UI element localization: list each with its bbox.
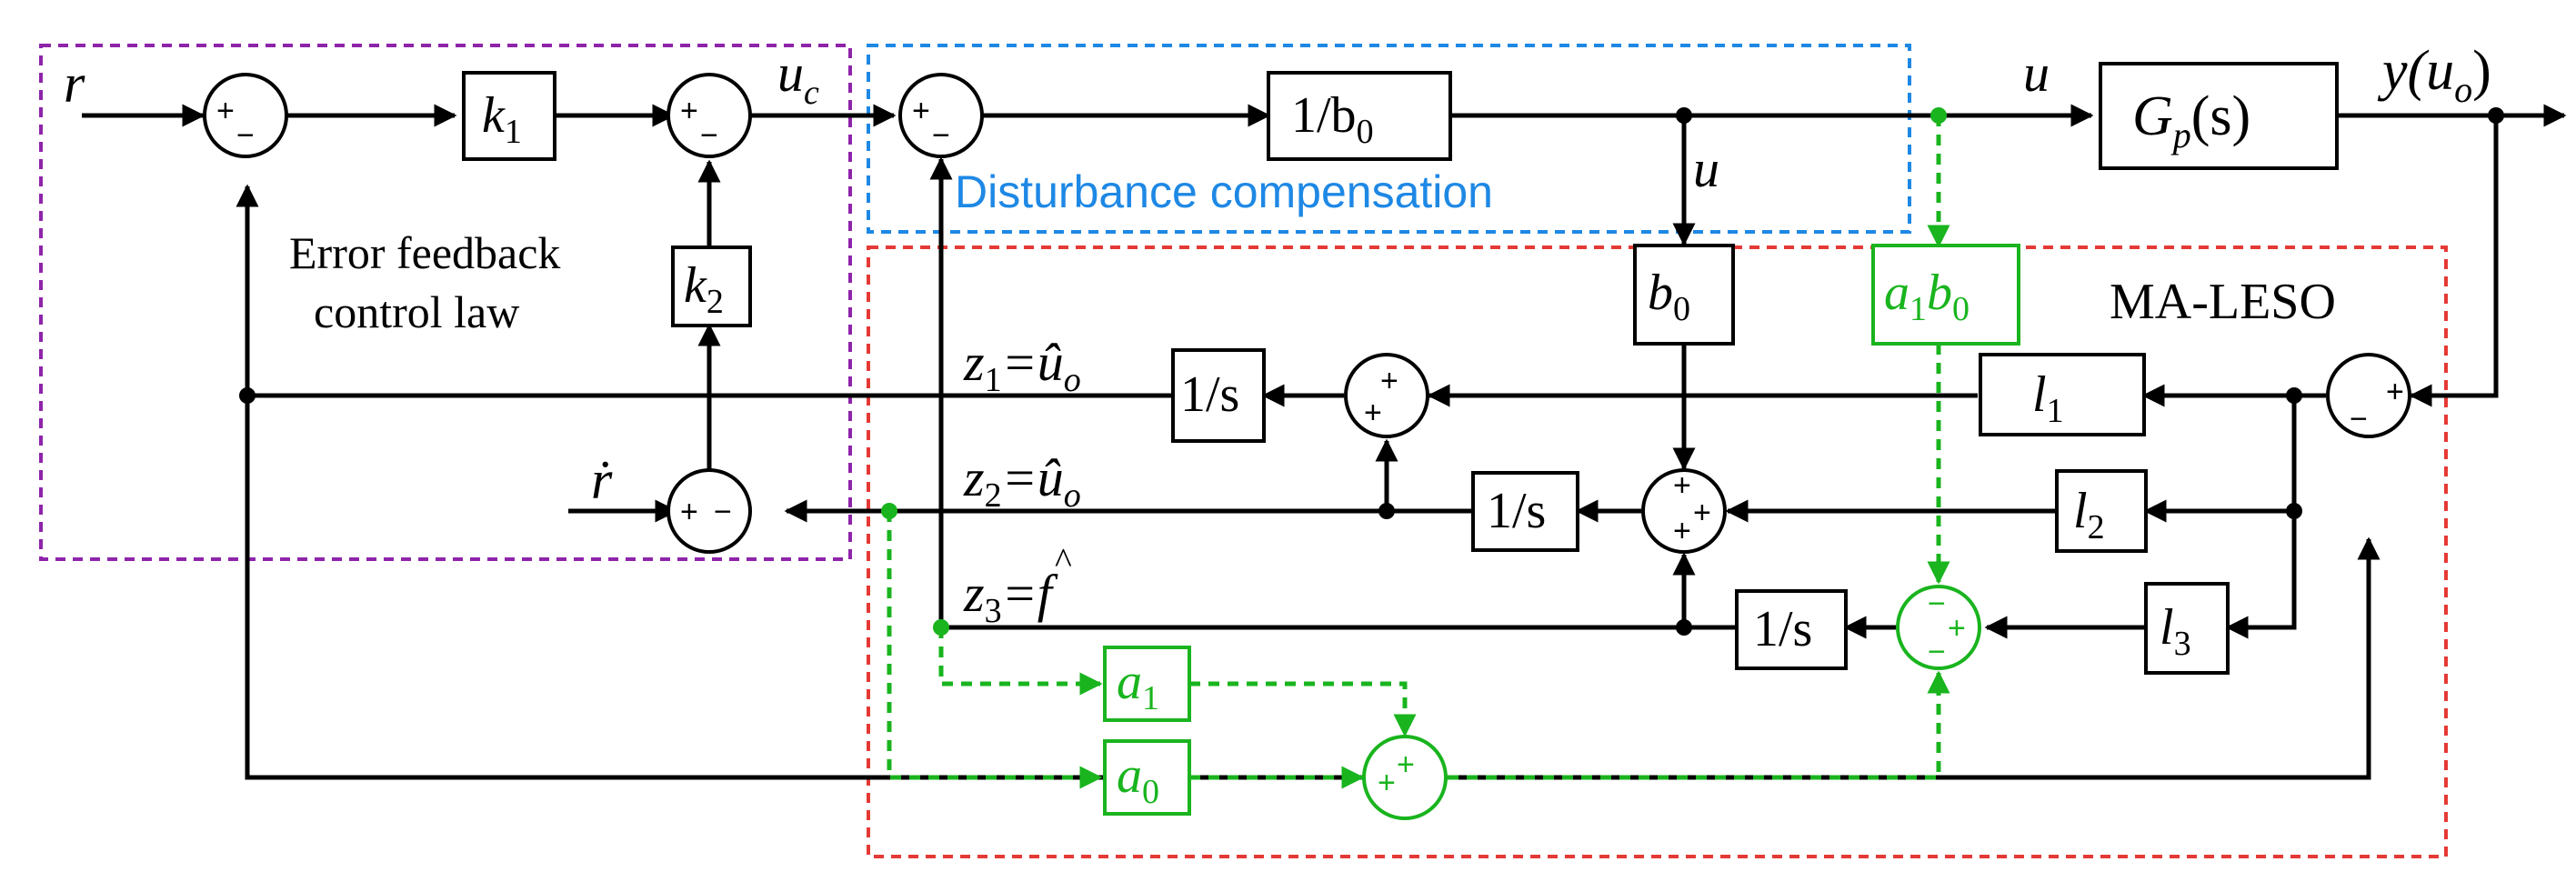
disturbance-compensation-label: Disturbance compensation [955,166,1493,217]
error-feedback-label: Error feedback [289,227,560,278]
svg-text:1/s: 1/s [1753,601,1812,657]
svg-text:−: − [2350,402,2368,436]
error-feedback-label-line2: control law [314,286,519,337]
label-u-top: u [2023,44,2050,103]
ma-green-paths [887,115,1950,789]
label-y: y(uo) [2377,40,2491,110]
svg-text:+: + [680,495,698,529]
svg-text:a1: a1 [1117,654,1159,717]
svg-text:l3: l3 [2160,599,2191,663]
svg-text:+: + [1673,468,1691,503]
svg-text:a1b0: a1b0 [1884,265,1970,328]
block-inv-b0: 1/b0 [1267,71,1452,161]
block-a0: a0 [1103,739,1191,816]
svg-text:+: + [1364,396,1382,430]
label-uc: uc [777,44,819,112]
svg-text:−: − [714,495,732,529]
block-l3: l3 [2144,582,2230,675]
svg-text:1/b0: 1/b0 [1291,87,1374,151]
label-u-mid: u [1693,139,1719,198]
block-a1: a1 [1103,646,1191,722]
disturbance-compensation-region [867,44,1911,234]
sum-integ2-input: + + + [1641,468,1727,554]
svg-text:b0: b0 [1648,265,1690,328]
block-a1b0: a1b0 [1871,244,2020,346]
svg-text:−: − [700,118,718,153]
svg-text:−: − [1928,586,1946,621]
svg-text:+: + [680,94,698,128]
svg-text:+: + [1380,364,1398,398]
svg-text:+: + [912,94,930,128]
svg-text:k1: k1 [482,87,522,151]
junction-dots [239,107,2504,636]
label-r: r [64,54,85,114]
svg-text:+: + [2386,375,2404,409]
sum-integ1-input: + + [1344,353,1429,438]
svg-text:+: + [1948,611,1966,646]
sum-r-error: + − [203,73,288,158]
block-integ3: 1/s [1735,589,1848,670]
svg-text:+: + [1693,496,1711,530]
svg-text:−: − [932,118,950,153]
label-z3: z3=f [963,564,1058,630]
ma-leso-region [867,246,2448,858]
sum-integ3-input: − + − [1896,585,1981,670]
svg-text:+: + [1397,747,1415,782]
svg-text:a0: a0 [1117,747,1159,811]
block-integ1: 1/s [1171,348,1266,443]
label-z3-hat: ^ [1055,540,1072,581]
sum-rdot: + − [667,468,752,554]
svg-text:1/s: 1/s [1487,483,1546,539]
svg-text:+: + [1673,514,1691,548]
error-feedback-region [39,44,852,561]
svg-text:k2: k2 [684,257,724,321]
sum-disturbance: + − [898,73,984,158]
svg-text:−: − [1928,635,1946,669]
label-r-dot: ṙ [591,450,613,510]
svg-text:l1: l1 [2032,366,2064,430]
ma-leso-label: MA-LESO [2110,274,2336,330]
label-z2: z2=ûo [963,448,1081,515]
label-z1: z1=ûo [963,333,1081,399]
svg-text:+: + [1378,766,1396,800]
block-b0: b0 [1633,244,1735,346]
sum-ma-weights: + + [1362,735,1448,820]
svg-text:Gp(s): Gp(s) [2132,85,2250,155]
block-integ2: 1/s [1471,471,1579,552]
block-k2: k2 [671,246,752,327]
svg-text:1/s: 1/s [1180,366,1239,423]
svg-text:+: + [216,94,235,128]
svg-text:−: − [236,118,255,153]
svg-text:l2: l2 [2073,483,2105,546]
sum-output-error: + − [2326,353,2411,438]
block-l2: l2 [2055,469,2148,553]
sum-control: + − [667,73,752,158]
block-l1: l1 [1979,353,2146,436]
block-plant: Gp(s) [2099,62,2339,170]
block-k1: k1 [462,71,556,161]
